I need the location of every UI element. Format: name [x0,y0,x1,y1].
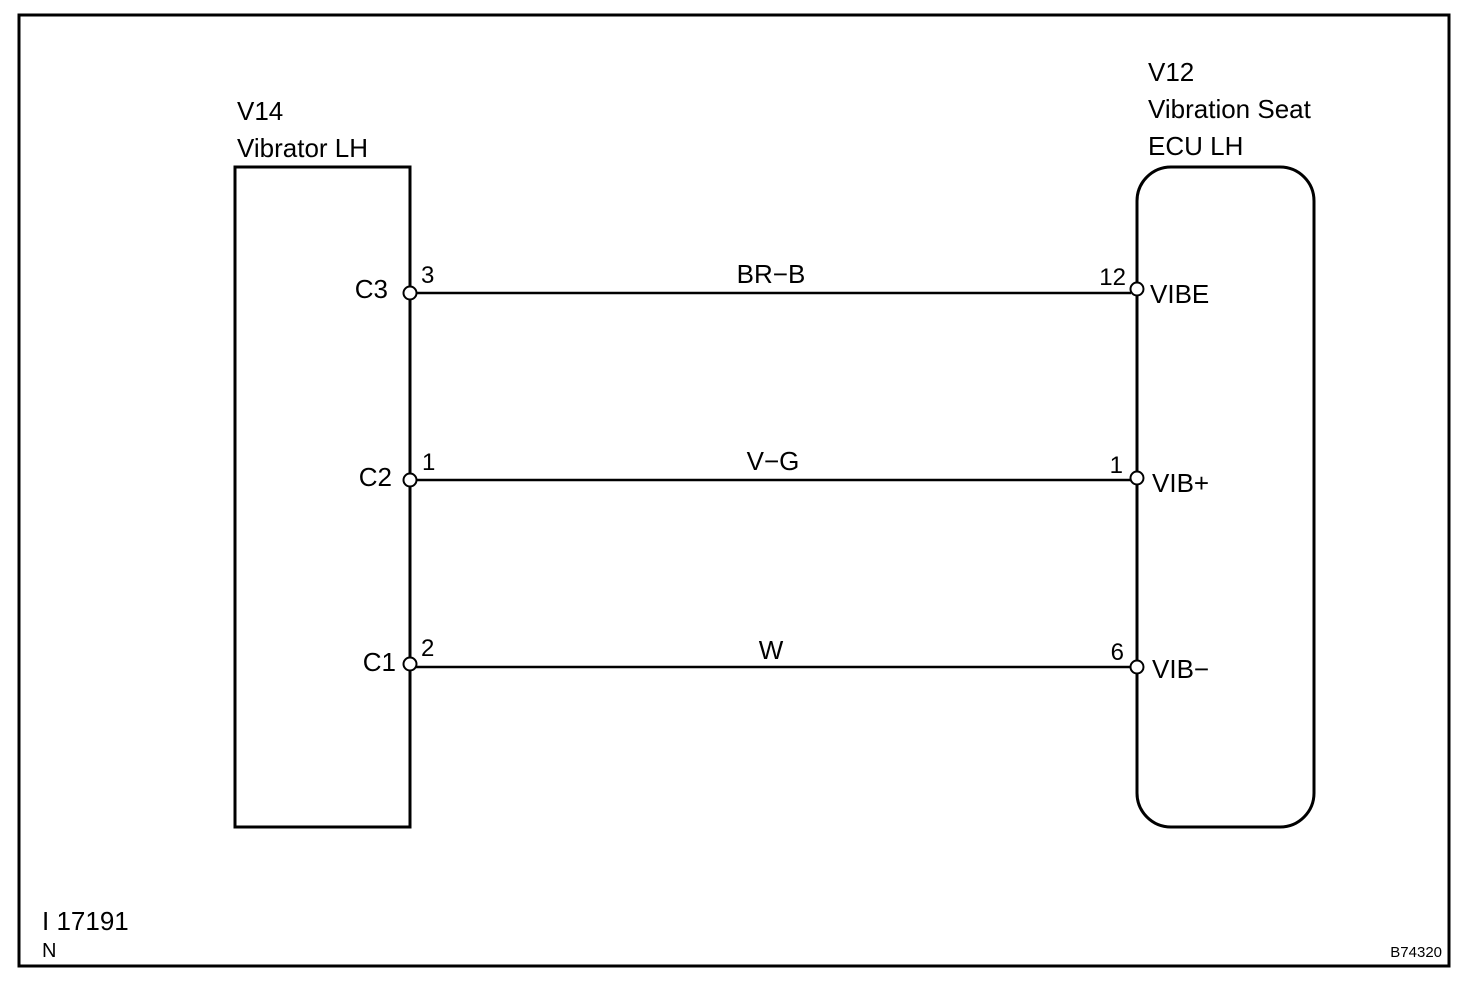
right-pin-number: 6 [1111,639,1124,666]
right-terminal-label: VIB− [1152,654,1209,684]
left-terminal-label: C3 [355,274,388,304]
diagram-frame [17,13,1451,968]
left-pin-number: 2 [421,635,434,662]
right-component-name-line1: Vibration Seat [1148,94,1312,124]
right-connector-terminal [1129,281,1145,297]
right-component-code: V12 [1148,57,1194,87]
right-connector-terminal [1129,470,1145,486]
right-pin-number: 1 [1110,452,1123,479]
right-component-name-line2: ECU LH [1148,131,1243,161]
right-connector-terminal [1129,659,1145,675]
wire-v-g: C2 1 V−G 1 VIB+ [359,446,1209,498]
wire-w: C1 2 W 6 VIB− [363,635,1209,684]
left-pin-number: 3 [421,262,434,289]
reference-code: I 17191 [42,906,129,936]
right-component-body [1135,165,1316,829]
wire-color-label: BR−B [737,259,806,289]
left-connector-terminal [402,472,418,488]
left-connector-terminal [402,656,418,672]
right-terminal-label: VIBE [1150,279,1209,309]
reference-suffix: N [42,940,56,962]
left-terminal-label: C2 [359,462,392,492]
left-pin-number: 1 [422,449,435,476]
right-pin-number: 12 [1099,264,1126,291]
wire-br-b: C3 3 BR−B 12 VIBE [355,259,1210,309]
left-connector-terminal [402,285,418,301]
left-terminal-label: C1 [363,647,396,677]
wire-color-label: V−G [747,446,800,476]
left-component-body [233,165,412,829]
wire-color-label: W [759,635,784,665]
left-component-name: Vibrator LH [237,133,368,163]
right-component: V12 Vibration Seat ECU LH [1135,57,1316,829]
left-component-code: V14 [237,96,283,126]
right-terminal-label: VIB+ [1152,468,1209,498]
figure-code: B74320 [1390,944,1442,961]
left-component: V14 Vibrator LH [233,96,412,829]
